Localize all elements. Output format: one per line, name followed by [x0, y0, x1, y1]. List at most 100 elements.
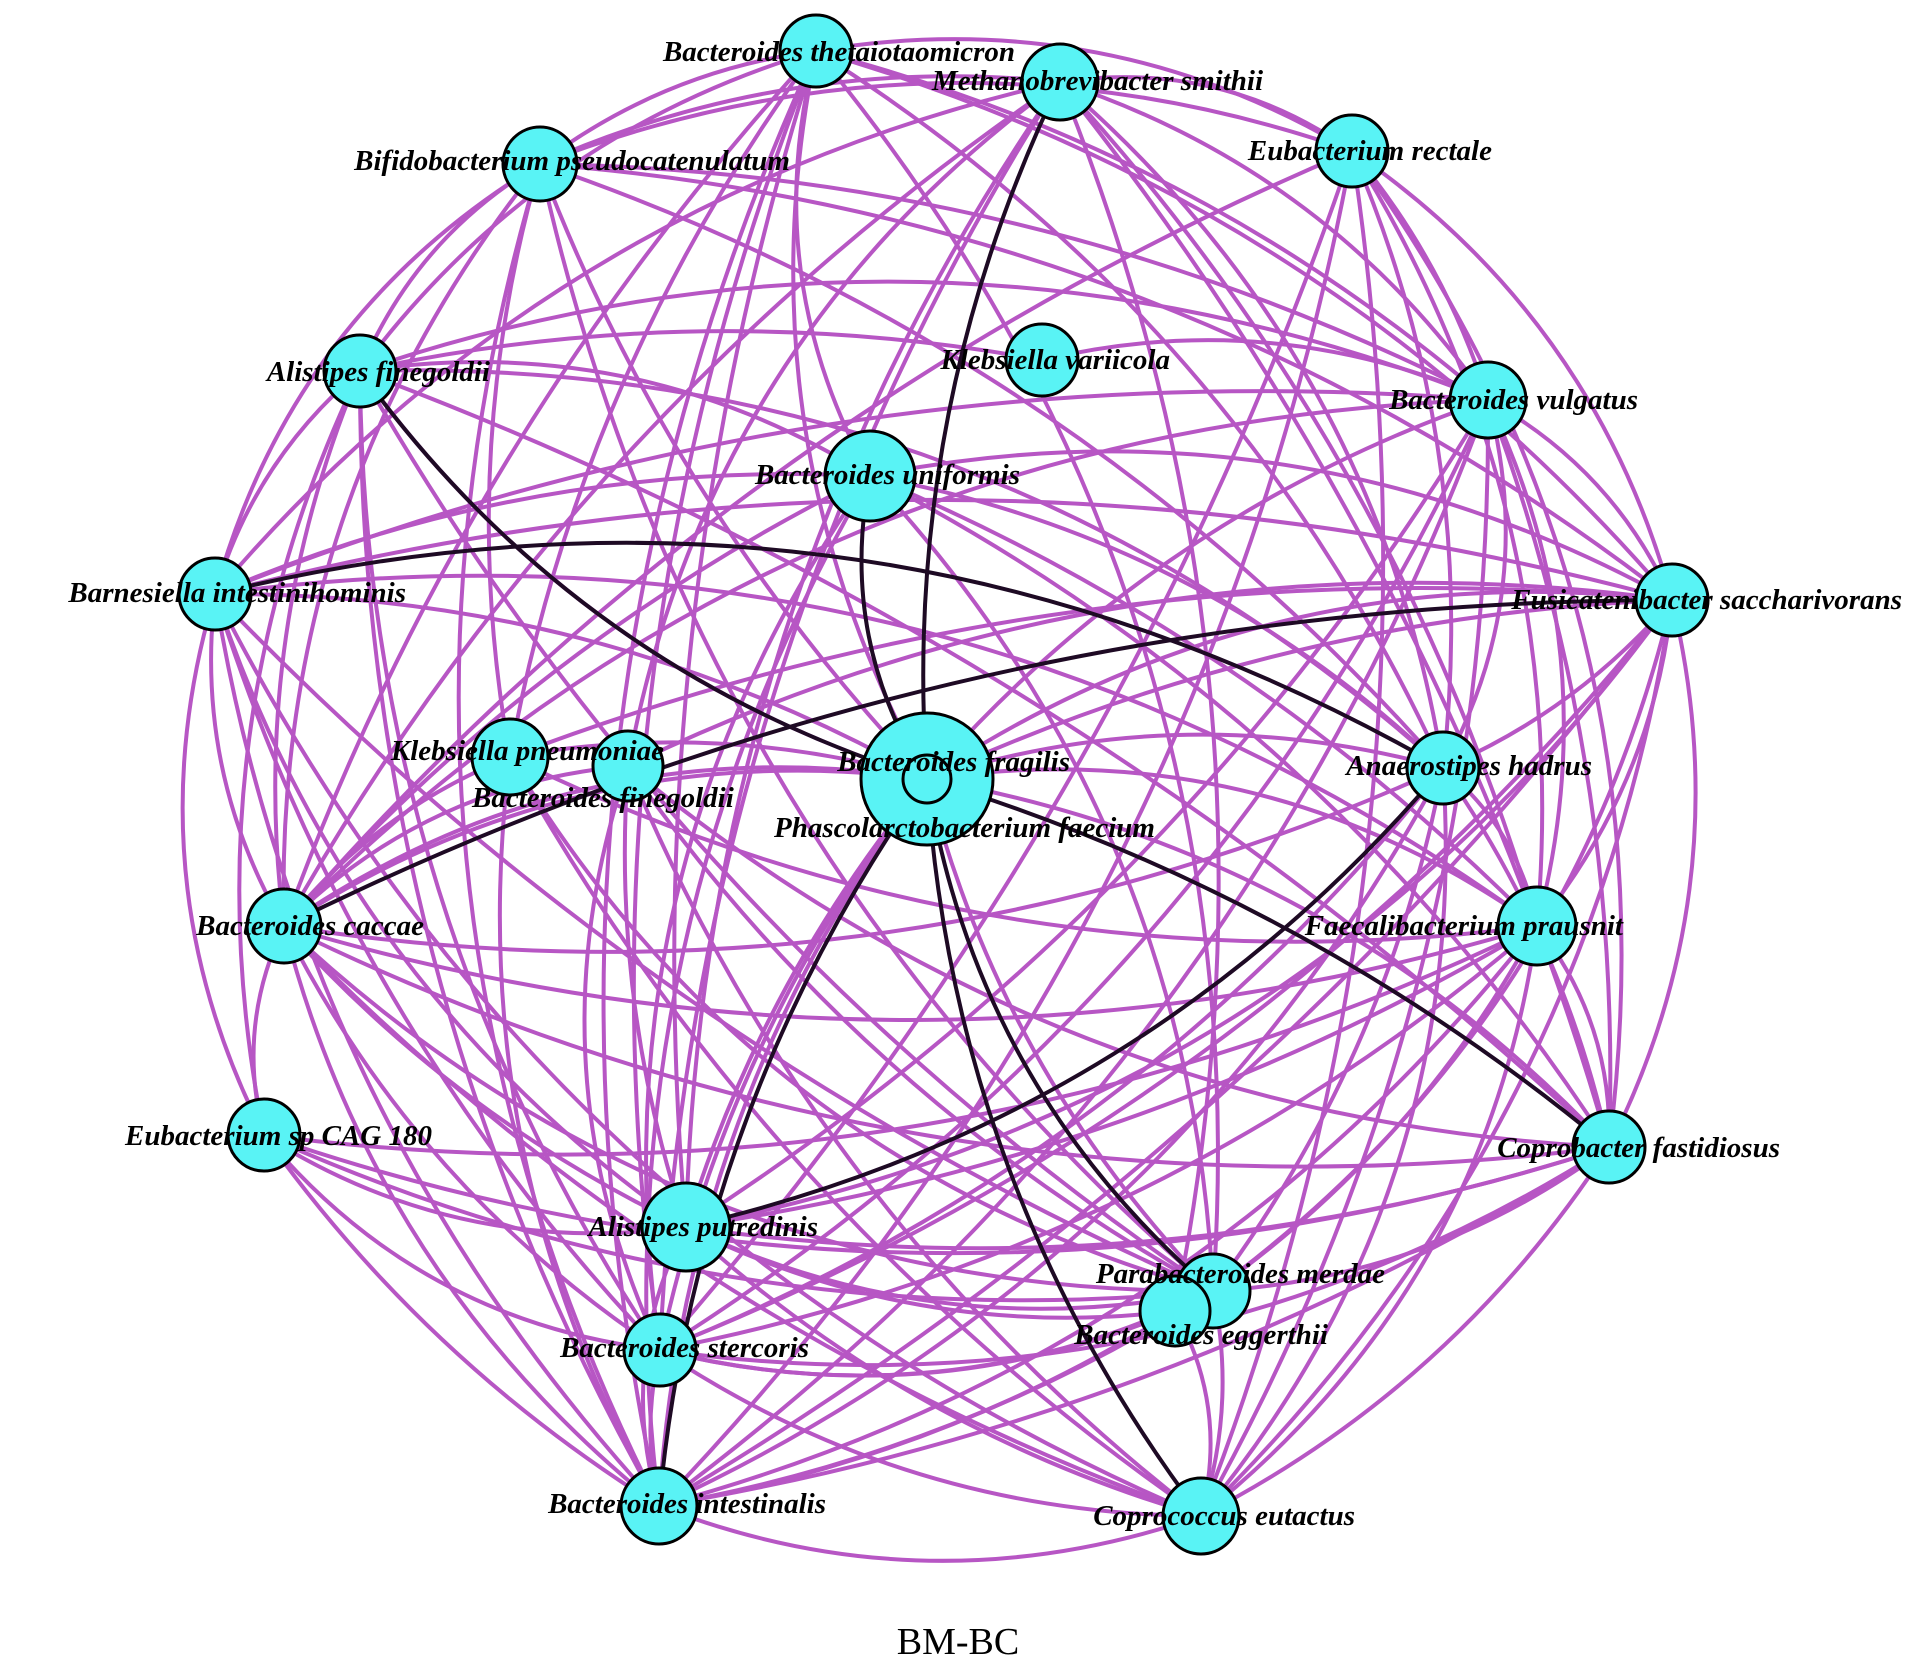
node-label: Anaerostipes hadrus: [1344, 750, 1592, 782]
negative-edges-layer: [213, 80, 1674, 1518]
positive-edge: [538, 80, 1354, 166]
node-label: Methanobrevibacter smithii: [931, 65, 1263, 97]
node-label: Bacteroides finegoldii: [471, 782, 734, 814]
positive-edge: [658, 766, 1445, 1352]
node-b-finegoldii[interactable]: [591, 729, 665, 803]
positive-edge: [684, 1225, 1177, 1320]
node-label: Parabacteroides merdae: [1095, 1258, 1385, 1290]
node-b-stercoris[interactable]: [622, 1312, 698, 1388]
node-label: Eubacterium rectale: [1247, 135, 1492, 167]
positive-edge: [925, 589, 1674, 781]
negative-edge: [358, 369, 929, 781]
node-m-smithii[interactable]: [1020, 42, 1100, 122]
node-b-eggerthii[interactable]: [1138, 1274, 1212, 1348]
node-b-vulgatus[interactable]: [1448, 360, 1528, 440]
positive-edge: [672, 49, 818, 1229]
positive-edge: [868, 474, 1611, 1149]
node-label: Bacteroides intestinalis: [547, 1488, 826, 1520]
positive-edge: [282, 766, 1445, 954]
figure-caption: BM-BC: [897, 1621, 1019, 1663]
positive-edge: [538, 49, 818, 166]
positive-edge: [1350, 149, 1624, 1149]
node-c-fastid[interactable]: [1571, 1109, 1647, 1185]
node-label: Eubacterium sp CAG 180: [124, 1120, 432, 1152]
node-label: Coprococcus eutactus: [1093, 1500, 1355, 1532]
positive-edge: [1211, 766, 1445, 1293]
positive-edge: [262, 1133, 688, 1236]
positive-edge: [538, 74, 1062, 166]
positive-edge: [622, 764, 688, 1229]
positive-edge: [1199, 766, 1448, 1518]
node-b-theta[interactable]: [778, 13, 854, 89]
node-label: Bacteroides vulgatus: [1388, 384, 1638, 416]
positive-edge: [213, 591, 929, 781]
positive-edge: [657, 398, 1490, 1508]
positive-edge: [1486, 398, 1613, 1149]
positive-edge: [1486, 398, 1566, 928]
positive-edge: [282, 49, 818, 928]
node-e-rectale[interactable]: [1314, 113, 1390, 189]
negative-edge: [921, 80, 1062, 781]
positive-edges-layer: [180, 37, 1698, 1563]
positive-edge: [684, 598, 1674, 1229]
negative-edge: [925, 777, 1203, 1518]
node-p-faecium[interactable]: [901, 753, 953, 805]
positive-edge: [658, 1348, 1203, 1518]
node-b-uniformis[interactable]: [823, 429, 917, 523]
positive-edge: [684, 1145, 1611, 1251]
positive-edge: [814, 49, 1445, 770]
positive-edge: [626, 80, 1062, 768]
positive-edge: [1058, 80, 1445, 770]
positive-edge: [358, 279, 1490, 402]
node-b-caccae[interactable]: [245, 887, 323, 965]
positive-edge: [282, 924, 662, 1352]
positive-edge: [1350, 149, 1454, 770]
positive-edge: [658, 1309, 1177, 1378]
positive-edge: [209, 592, 286, 928]
positive-edge: [262, 1133, 662, 1352]
node-label: Alistipes finegoldii: [265, 356, 490, 388]
positive-edge: [626, 764, 1215, 1293]
positive-edge: [626, 764, 1203, 1518]
node-fus-sacch[interactable]: [1634, 562, 1710, 638]
node-label: Alistipes putredinis: [586, 1211, 818, 1243]
positive-edge: [358, 369, 1215, 1293]
positive-edge: [925, 398, 1490, 781]
node-eub-cag180[interactable]: [226, 1097, 302, 1173]
node-a-putred[interactable]: [640, 1181, 732, 1273]
positive-edge: [538, 162, 1490, 402]
positive-edge: [358, 360, 872, 478]
node-label: Phascolarctobacterium faecium: [773, 812, 1155, 844]
positive-edge: [282, 149, 1354, 928]
positive-edge: [281, 162, 542, 928]
positive-edge: [213, 592, 662, 1352]
node-a-hadrus[interactable]: [1405, 730, 1481, 806]
negative-edge: [282, 598, 1674, 928]
node-f-prausnit[interactable]: [1496, 885, 1578, 967]
positive-edge: [657, 1145, 1611, 1508]
positive-edge: [282, 764, 630, 928]
positive-edge: [538, 162, 929, 781]
node-label: Bacteroides thetaiotaomicron: [662, 36, 1015, 68]
positive-edge: [508, 49, 818, 759]
positive-edge: [1607, 598, 1698, 1149]
positive-edge: [658, 598, 1674, 1352]
node-label: Faecalibacterium prausnit: [1304, 910, 1624, 942]
node-a-finegoldii[interactable]: [322, 333, 398, 409]
node-k-pneumoniae[interactable]: [470, 717, 550, 797]
positive-edge: [1199, 1145, 1611, 1518]
negative-edge: [213, 540, 1445, 770]
node-k-variicola[interactable]: [1004, 322, 1080, 398]
positive-edge: [925, 777, 1611, 1149]
node-c-eutactus[interactable]: [1161, 1476, 1241, 1556]
node-b-intest[interactable]: [619, 1466, 699, 1546]
node-bif-pseudo[interactable]: [501, 125, 579, 203]
positive-edge: [282, 924, 661, 1508]
positive-edge: [925, 598, 1674, 781]
positive-edge: [486, 162, 542, 759]
positive-edge: [508, 755, 1539, 944]
positive-edge: [657, 1504, 1203, 1563]
positive-edge: [262, 924, 1539, 1157]
positive-edge: [262, 1133, 661, 1508]
node-barn-int[interactable]: [177, 556, 253, 632]
